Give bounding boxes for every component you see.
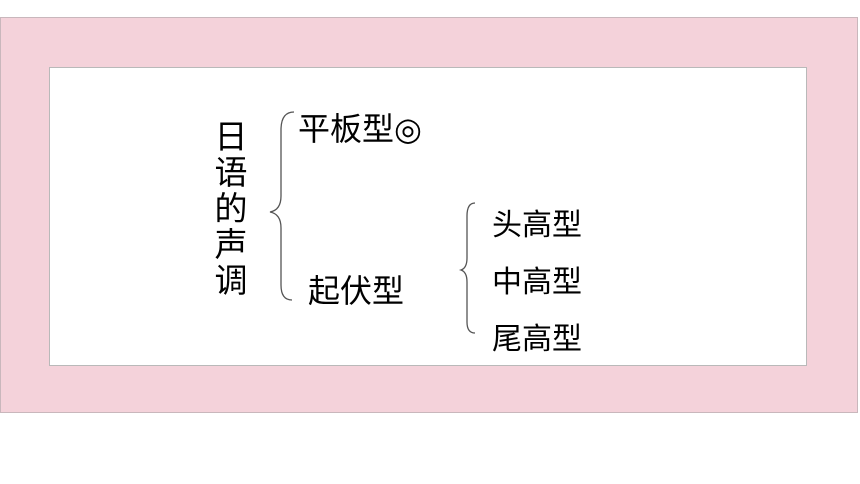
level2-tail-high: 尾高型 [492,322,582,357]
level1-flat-type: 平板型◎ [298,110,422,148]
brace-level1 [269,111,295,301]
level2-head-high: 头高型 [492,208,582,243]
level1-undulating-type: 起伏型 [308,272,405,310]
root-label: 日语的声调 [214,117,248,300]
level2-middle-high: 中高型 [492,265,582,300]
content-panel [49,67,807,366]
brace-level2 [458,202,476,334]
